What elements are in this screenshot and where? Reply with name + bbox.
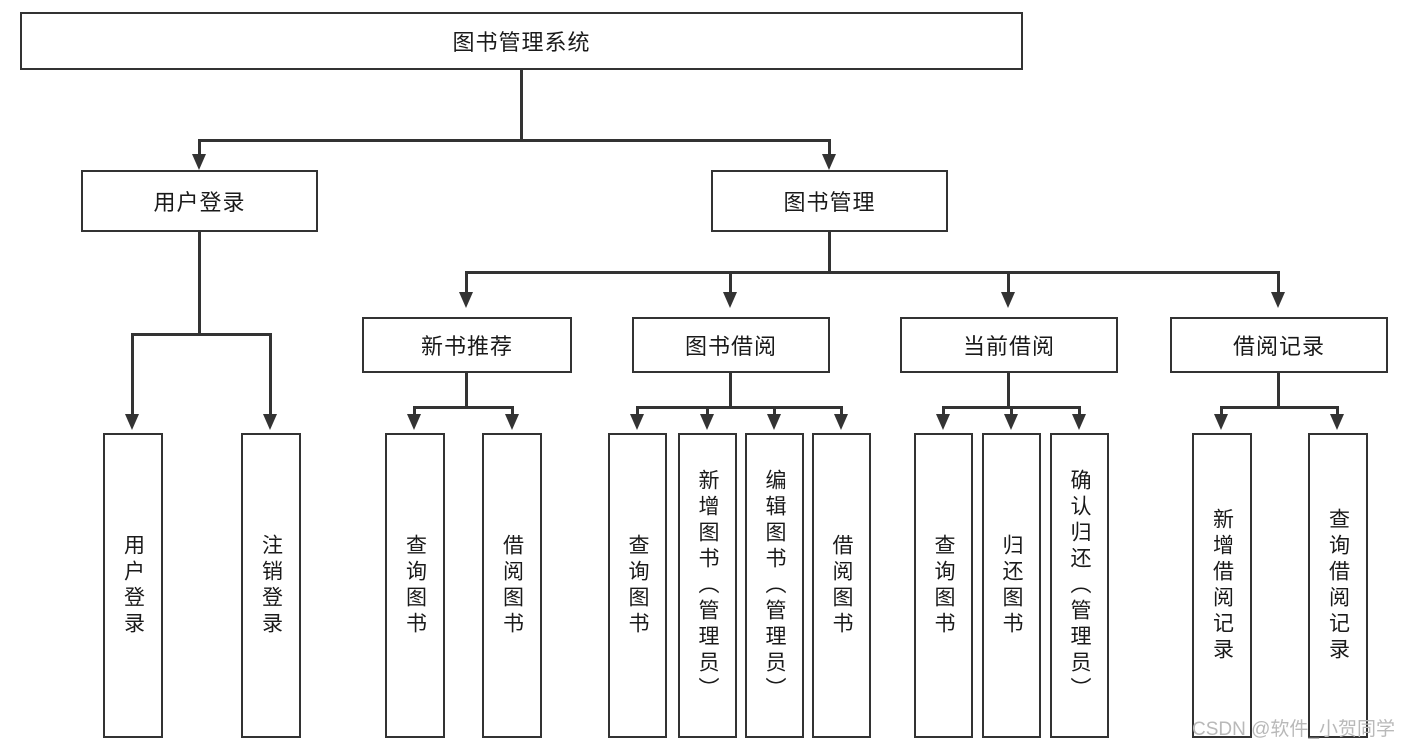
node-label: 归还图书 xyxy=(1000,533,1023,638)
connector-drop-leaf-borrow-book-1 xyxy=(511,406,514,415)
arrow-down-icon xyxy=(767,414,781,430)
connector-drop-leaf-query-record xyxy=(1336,406,1339,415)
connector-borrow-record-bus xyxy=(1221,406,1338,409)
leaf-node-query-book-3[interactable]: 查询图书 xyxy=(914,433,973,738)
node-label: 借阅图书 xyxy=(830,533,853,638)
arrow-down-icon xyxy=(192,154,206,170)
connector-new-book-recommend-bus xyxy=(414,406,513,409)
node-new-book-recommend[interactable]: 新书推荐 xyxy=(362,317,572,373)
connector-drop-leaf-query-book-1 xyxy=(413,406,416,415)
node-book-borrow[interactable]: 图书借阅 xyxy=(632,317,830,373)
connector-drop-leaf-add-record xyxy=(1220,406,1223,415)
arrow-down-icon xyxy=(1072,414,1086,430)
arrow-down-icon xyxy=(1004,414,1018,430)
connector-book-manage-bus xyxy=(466,271,1279,274)
arrow-down-icon xyxy=(1271,292,1285,308)
arrow-down-icon xyxy=(936,414,950,430)
node-label: 当前借阅 xyxy=(962,334,1055,359)
node-label: 查询图书 xyxy=(403,533,427,638)
arrow-down-icon xyxy=(1330,414,1344,430)
node-label: 新增图书（管理员） xyxy=(696,468,719,703)
arrow-down-icon xyxy=(834,414,848,430)
node-label: 查询图书 xyxy=(932,533,955,638)
connector-drop-user-login xyxy=(198,139,201,155)
leaf-node-borrow-book-1[interactable]: 借阅图书 xyxy=(482,433,542,738)
node-label: 确认归还（管理员） xyxy=(1068,468,1091,703)
connector-current-borrow-stem xyxy=(1007,373,1010,407)
leaf-node-query-book-1[interactable]: 查询图书 xyxy=(385,433,445,738)
connector-drop-leaf-query-book-2 xyxy=(636,406,639,415)
leaf-node-logout[interactable]: 注销登录 xyxy=(241,433,301,738)
leaf-node-add-book[interactable]: 新增图书（管理员） xyxy=(678,433,737,738)
node-label: 借阅记录 xyxy=(1232,334,1325,359)
leaf-node-edit-book[interactable]: 编辑图书（管理员） xyxy=(745,433,804,738)
node-label: 查询借阅记录 xyxy=(1326,507,1350,664)
connector-root-bus xyxy=(199,139,830,142)
node-borrow-record[interactable]: 借阅记录 xyxy=(1170,317,1388,373)
node-label: 新书推荐 xyxy=(420,334,513,359)
node-label: 新增借阅记录 xyxy=(1210,507,1234,664)
connector-drop-new-book-recommend xyxy=(465,271,468,293)
connector-drop-leaf-user-login xyxy=(131,333,134,415)
connector-root-stem xyxy=(520,70,523,140)
leaf-node-user-login[interactable]: 用户登录 xyxy=(103,433,163,738)
connector-drop-leaf-borrow-book-2 xyxy=(840,406,843,415)
node-current-borrow[interactable]: 当前借阅 xyxy=(900,317,1118,373)
connector-new-book-recommend-stem xyxy=(465,373,468,407)
connector-drop-book-borrow xyxy=(729,271,732,293)
arrow-down-icon xyxy=(630,414,644,430)
node-label: 图书管理系统 xyxy=(452,30,591,55)
connector-drop-leaf-query-book-3 xyxy=(942,406,945,415)
connector-book-borrow-stem xyxy=(729,373,732,407)
arrow-down-icon xyxy=(822,154,836,170)
connector-book-manage-stem xyxy=(828,232,831,274)
connector-drop-leaf-confirm-return xyxy=(1078,406,1081,415)
connector-drop-current-borrow xyxy=(1007,271,1010,293)
connector-drop-leaf-return-book xyxy=(1010,406,1013,415)
arrow-down-icon xyxy=(407,414,421,430)
leaf-node-confirm-return[interactable]: 确认归还（管理员） xyxy=(1050,433,1109,738)
connector-drop-book-manage xyxy=(828,139,831,155)
node-label: 借阅图书 xyxy=(500,533,524,638)
arrow-down-icon xyxy=(459,292,473,308)
connector-user-login-bus xyxy=(132,333,271,336)
node-label: 编辑图书（管理员） xyxy=(763,468,786,703)
node-label: 用户登录 xyxy=(153,190,246,215)
leaf-node-borrow-book-2[interactable]: 借阅图书 xyxy=(812,433,871,738)
node-label: 用户登录 xyxy=(121,533,145,638)
connector-drop-leaf-edit-book xyxy=(773,406,776,415)
connector-book-borrow-bus xyxy=(637,406,842,409)
arrow-down-icon xyxy=(505,414,519,430)
arrow-down-icon xyxy=(125,414,139,430)
arrow-down-icon xyxy=(700,414,714,430)
leaf-node-add-record[interactable]: 新增借阅记录 xyxy=(1192,433,1252,738)
connector-drop-leaf-logout xyxy=(269,333,272,415)
connector-drop-leaf-add-book xyxy=(706,406,709,415)
node-label: 查询图书 xyxy=(626,533,649,638)
node-label: 图书管理 xyxy=(783,190,876,215)
node-label: 图书借阅 xyxy=(684,334,777,359)
node-book-manage[interactable]: 图书管理 xyxy=(711,170,948,232)
node-root-book-management-system[interactable]: 图书管理系统 xyxy=(20,12,1023,70)
connector-drop-borrow-record xyxy=(1277,271,1280,293)
connector-borrow-record-stem xyxy=(1277,373,1280,407)
leaf-node-query-record[interactable]: 查询借阅记录 xyxy=(1308,433,1368,738)
arrow-down-icon xyxy=(1214,414,1228,430)
arrow-down-icon xyxy=(1001,292,1015,308)
leaf-node-return-book[interactable]: 归还图书 xyxy=(982,433,1041,738)
node-label: 注销登录 xyxy=(259,533,283,638)
connector-user-login-stem xyxy=(198,232,201,334)
arrow-down-icon xyxy=(723,292,737,308)
leaf-node-query-book-2[interactable]: 查询图书 xyxy=(608,433,667,738)
arrow-down-icon xyxy=(263,414,277,430)
node-user-login[interactable]: 用户登录 xyxy=(81,170,318,232)
